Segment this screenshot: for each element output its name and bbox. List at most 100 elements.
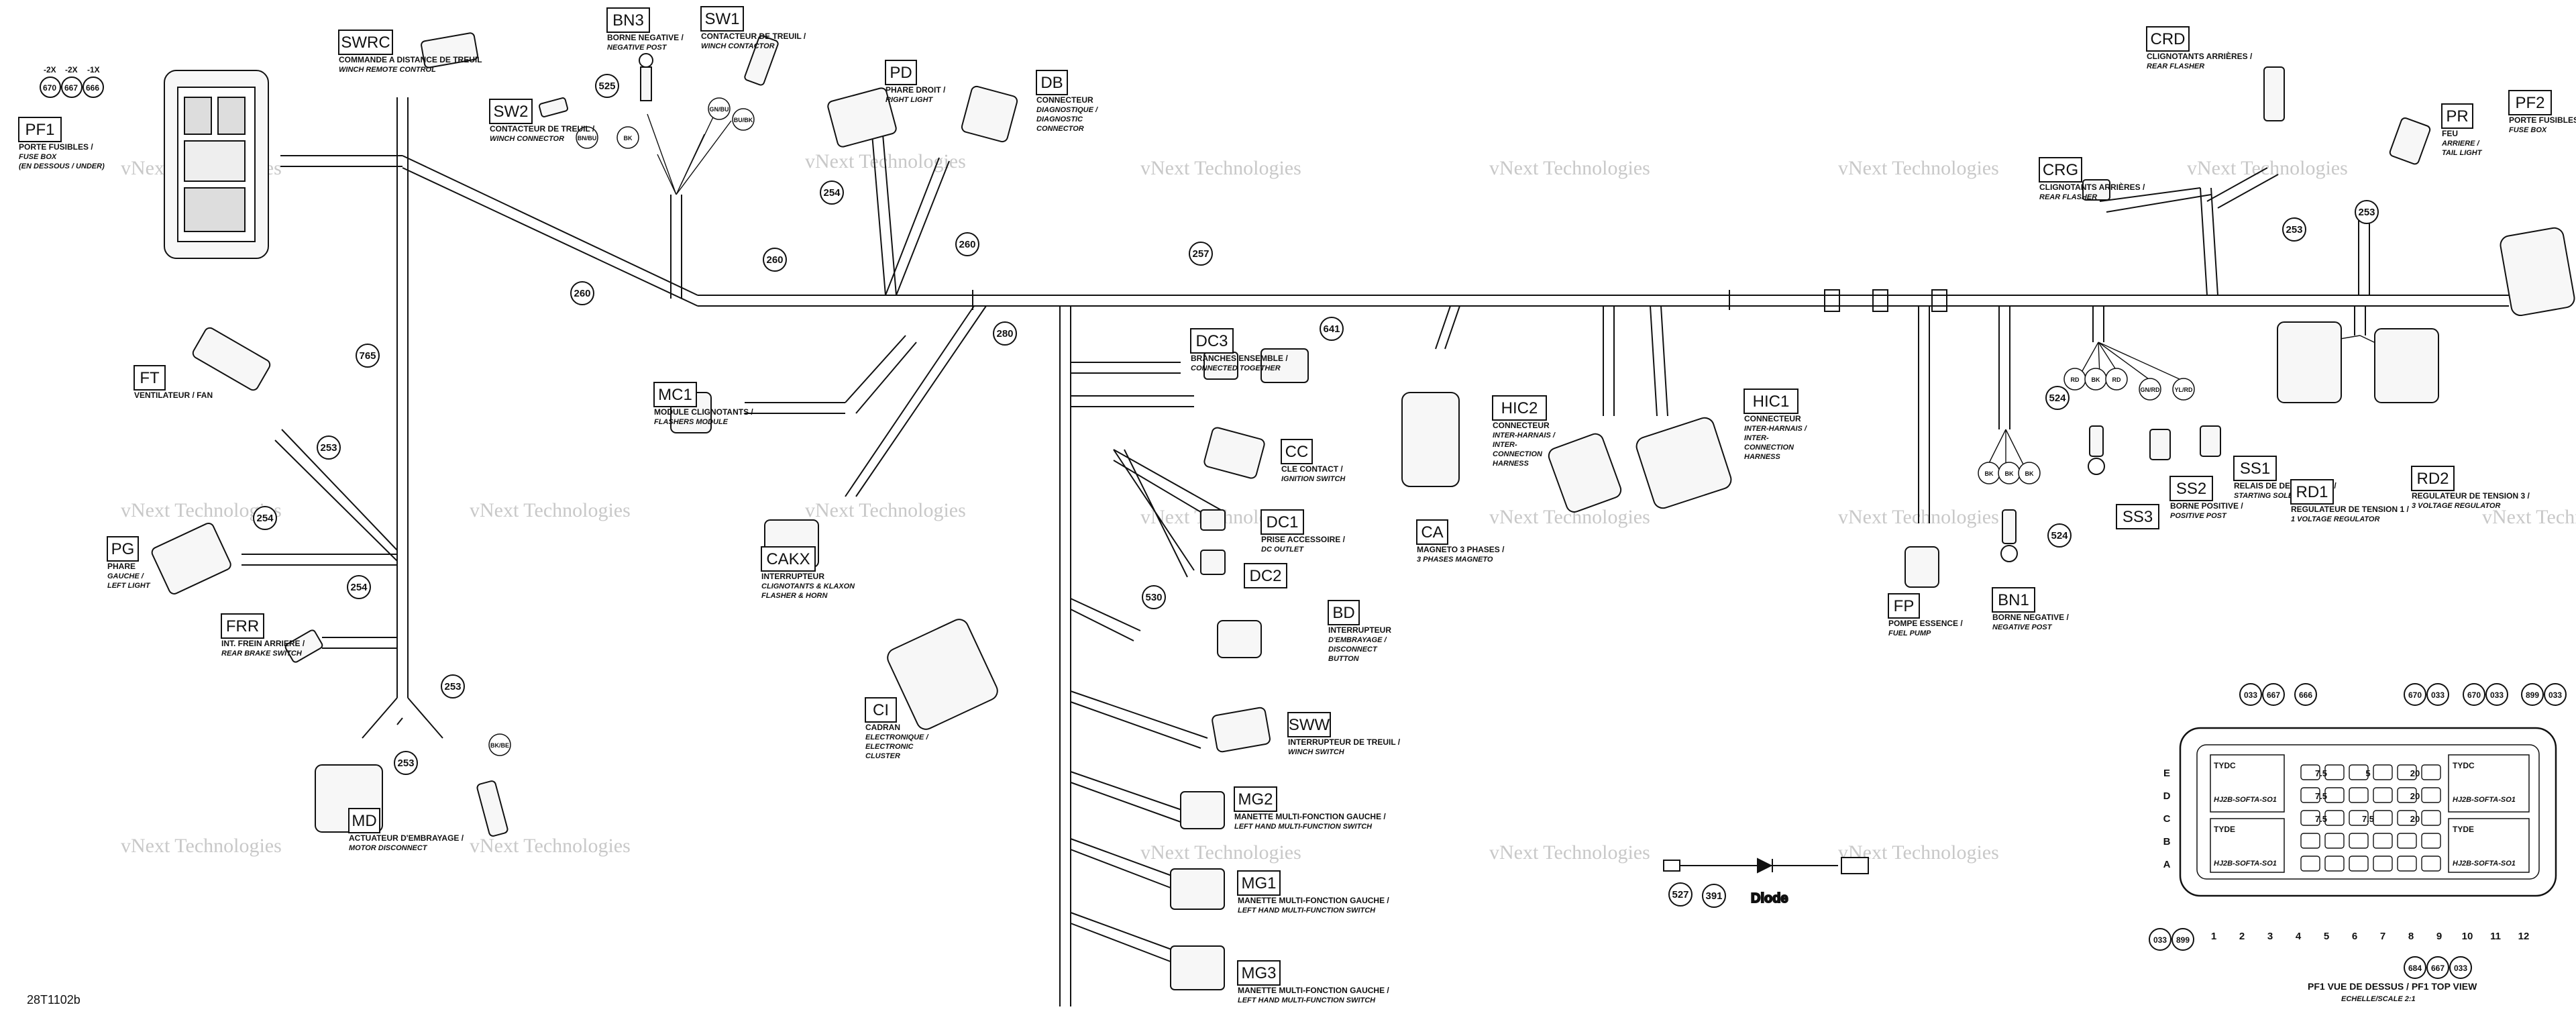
wire-color-text: BK [624,135,633,142]
wire-color-bk1: BK [616,126,639,149]
connector-description: REGULATEUR DE TENSION 1 / [2291,505,2409,514]
fuse-slot [2421,833,2441,849]
connector-code: MC1 [658,386,692,404]
fuse-slot [2349,787,2369,803]
connector-code: FP [1894,597,1915,615]
connector-description: INTERRUPTEUR [761,572,824,581]
fuse-value: 7.5 [2315,768,2327,778]
wire-color-yl_rd: YL/RD [2172,378,2195,401]
fusebox-top-ref: 033 [2244,690,2257,700]
connector-code: PF1 [25,121,54,139]
connector-description: NEGATIVE POST [1992,623,2053,631]
wire-color-bk3: BK [1978,462,2000,484]
wire-ref-text: 253 [397,758,414,769]
connector-code: CA [1421,523,1443,541]
fuse-column-label: 4 [2296,931,2302,942]
connector-description: MANETTE MULTI-FONCTION GAUCHE / [1238,986,1389,995]
fuse-slot [2397,856,2417,872]
connector-description: REAR BRAKE SWITCH [221,650,303,658]
fusebox-bottom-ref: 033 [2153,935,2167,945]
fusebox-top-ref: 670 [2467,690,2481,700]
connector-description: FUSE BOX [19,153,57,161]
connector-code: BD [1332,604,1354,622]
watermark: vNext Technologies [1140,841,1301,864]
wire-color-bk4: BK [1998,462,2021,484]
connector-code: CC [1285,443,1309,461]
relay-label: TYDC [2453,761,2475,770]
fusebox-top-ref: 667 [2267,690,2280,700]
fusebox-bottom-ref: 667 [2431,964,2445,973]
connector-code: MD [352,812,376,830]
fuse-column-label: 2 [2239,931,2245,942]
wire-color-text: YL/RD [2175,386,2194,393]
ss3-ring [2088,458,2105,475]
wire-ref-text: 253 [320,442,337,454]
relay-block-top-right [2448,754,2530,813]
connector-description: VENTILATEUR / FAN [134,391,213,400]
connector-description: CONNECTOR [1036,125,1084,133]
wire-ref-text: 260 [959,239,975,250]
wire-reference-circles: 2602602602572542542542532532532532537652… [253,74,2379,908]
connector-description: ELECTRONIC [865,743,914,751]
connector-description: PHARE DROIT / [885,85,946,95]
fusebox-bottom-ref: 033 [2454,964,2467,973]
connector-description: CONTACTEUR DE TREUIL / [490,124,595,134]
wire-ref-260: 260 [570,281,594,305]
fuse-row-label: D [2163,790,2171,802]
connector-description: DIAGNOSTIC [1036,115,1083,123]
ss2-terminal [2149,429,2171,460]
connector-description: COMMANDE A DISTANCE DE TREUIL [339,55,482,64]
components [151,32,2575,990]
fuse-slot [2397,833,2417,849]
wire-ref-text: 254 [256,513,274,524]
fuse-slot [2349,810,2369,826]
connector-code: PG [111,540,135,558]
connector-description: CONNECTEUR [1744,414,1801,423]
watermark: vNext Technologies [1140,157,1301,179]
fuse-column-label: 3 [2267,931,2273,942]
fuse-value: 7.5 [2315,814,2327,824]
sww-switch [1212,707,1271,753]
connector-description: WINCH CONNECTOR [490,135,564,143]
connector-description: ARRIERE / [2441,140,2481,148]
connector-code: SS2 [2176,480,2206,498]
connector-description: CLIGNOTANTS & KLAXON [761,582,855,590]
fuse-value: 7.5 [2315,791,2327,801]
connector-description: IGNITION SWITCH [1281,475,1346,483]
fuse-value: 5 [2365,768,2370,778]
wire-ref-253: 253 [317,435,341,460]
connector-code: SS1 [2240,460,2270,478]
wire-ref-253: 253 [394,751,418,775]
fuse-slot [2373,787,2393,803]
wire-ref-text: 524 [2051,530,2068,541]
relay-label: TYDC [2214,761,2236,770]
wire-ref-253: 253 [2282,217,2306,242]
connector-description: PRISE ACCESSOIRE / [1261,535,1346,544]
connector-description: CONNECTION [1493,450,1543,458]
drawing-number: 28T1102b [27,993,80,1006]
connector-description: DC OUTLET [1261,546,1304,554]
connector-code: PR [2446,107,2468,125]
connector-description: (EN DESSOUS / UNDER) [19,162,105,170]
sw1-terminal [744,35,779,86]
wire-color-text: GN/RD [2141,386,2161,393]
wire-ref-text: 525 [598,81,615,92]
relay-block-bottom-left [2210,818,2285,873]
connector-description: 3 VOLTAGE REGULATOR [2412,502,2500,510]
connector-code: MG2 [1238,790,1273,809]
fuse-slot [2421,764,2441,780]
wire-color-rd2: RD [2105,368,2128,391]
connector-description: INTER- [1744,434,1769,442]
fuse-column-label: 9 [2436,931,2442,942]
